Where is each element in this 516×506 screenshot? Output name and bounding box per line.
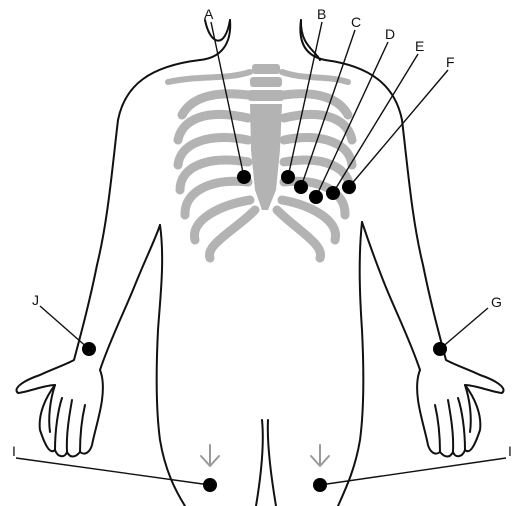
vertebra-1 [252, 64, 280, 74]
label-B: B [317, 6, 326, 22]
electrode-B [281, 170, 295, 184]
leader-A [211, 22, 244, 177]
leader-I-left [16, 458, 210, 485]
electrode-I-right [313, 478, 327, 492]
left-inner-arm [100, 225, 160, 370]
leader-I-right [320, 458, 506, 485]
label-E: E [415, 38, 424, 54]
right-rib-7 [277, 210, 321, 258]
electrode-D [309, 190, 323, 204]
left-rib-7 [209, 210, 255, 258]
electrode-J [82, 342, 96, 356]
left-torso-side [157, 225, 185, 506]
leader-F [349, 70, 448, 187]
electrode-F [342, 180, 356, 194]
placement-arrows [201, 445, 329, 466]
neck-left [205, 20, 230, 41]
electrode-I-left [203, 478, 217, 492]
arrow-left-icon [201, 445, 219, 466]
electrodes [82, 170, 447, 492]
left-hand-fingers [49, 385, 85, 452]
groin-line [256, 420, 276, 506]
electrode-G [433, 342, 447, 356]
left-clavicle [168, 72, 250, 82]
label-D: D [385, 26, 395, 42]
vertebra-3 [248, 90, 284, 101]
vertebra-2 [250, 77, 282, 87]
leader-G [440, 308, 488, 349]
label-J: J [32, 292, 39, 308]
label-C: C [351, 14, 361, 30]
label-F: F [446, 54, 455, 70]
right-torso-side [338, 222, 363, 506]
label-A: A [204, 6, 214, 22]
right-hand-fingers [435, 385, 471, 452]
label-G: G [491, 294, 502, 310]
label-I-right: I [508, 443, 512, 459]
spine [248, 64, 284, 101]
electrode-E [326, 186, 340, 200]
label-I-left: I [12, 443, 16, 459]
electrode-A [237, 170, 251, 184]
electrode-C [294, 180, 308, 194]
left-shoulder-arm [17, 60, 200, 457]
arrow-right-icon [311, 445, 329, 466]
sternum [250, 104, 282, 210]
right-inner-arm [362, 222, 420, 370]
